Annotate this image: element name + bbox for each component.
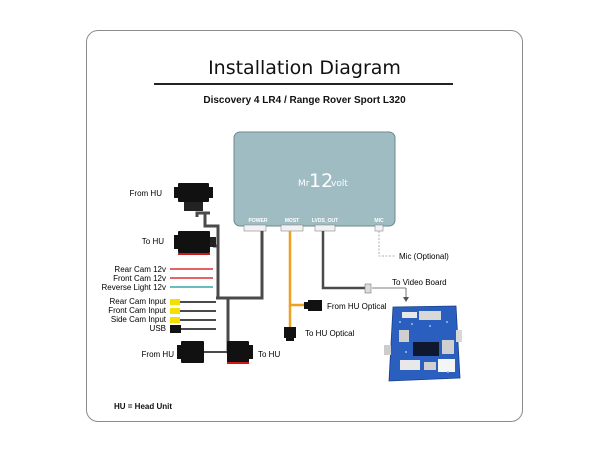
port-label-most: MOST	[285, 218, 299, 224]
label-usb: USB	[150, 324, 166, 333]
label-front-cam-input: Front Cam Input	[108, 306, 167, 315]
to-hu-top-connector	[174, 231, 216, 255]
module-logo: Mr 12 volt	[298, 170, 348, 192]
logo-number: 12	[309, 170, 333, 192]
video-board	[384, 305, 462, 382]
title-underline	[154, 83, 453, 85]
label-from-hu-bottom: From HU	[142, 350, 175, 359]
label-mic-optional: Mic (Optional)	[399, 252, 449, 261]
most-port-connector	[280, 224, 304, 232]
to-hu-bottom-connector	[227, 341, 253, 364]
logo-prefix: Mr	[298, 179, 310, 189]
label-to-hu-bottom: To HU	[258, 350, 280, 359]
port-label-mic: MIC	[374, 218, 384, 224]
camera-input-plugs	[170, 299, 181, 333]
label-reverse-light-12v: Reverse Light 12v	[102, 283, 166, 292]
label-rear-cam-input: Rear Cam Input	[110, 297, 167, 306]
rear-cam-input-plug	[170, 299, 180, 305]
logo-suffix: volt	[331, 179, 348, 189]
label-to-hu-top: To HU	[142, 237, 164, 246]
from-hu-optical-connector	[304, 300, 322, 311]
to-hu-optical-connector	[284, 327, 296, 341]
lvds-plug	[364, 283, 372, 294]
mic-leader	[378, 231, 396, 257]
label-side-cam-input: Side Cam Input	[111, 315, 167, 324]
diagram-title: Installation Diagram	[208, 57, 401, 79]
front-cam-input-plug	[170, 308, 180, 314]
interface-module: Mr 12 volt POWER MOST LVDS_OUT MIC	[233, 131, 396, 227]
arrow-down-icon	[403, 297, 409, 302]
diagram-subtitle: Discovery 4 LR4 / Range Rover Sport L320	[203, 95, 406, 106]
port-label-power: POWER	[249, 218, 268, 224]
label-from-hu-optical: From HU Optical	[327, 302, 387, 311]
usb-plug	[170, 325, 181, 333]
mic-port-connector	[374, 224, 384, 232]
label-front-cam-12v: Front Cam 12v	[113, 274, 166, 283]
side-cam-input-plug	[170, 317, 180, 323]
from-hu-bottom-connector	[177, 341, 204, 363]
label-to-hu-optical: To HU Optical	[305, 329, 355, 338]
label-to-video-board: To Video Board	[392, 278, 447, 287]
lvds-cable	[321, 231, 365, 290]
label-from-hu-top: From HU	[130, 189, 163, 198]
port-label-lvds: LVDS_OUT	[312, 218, 338, 224]
footnote-hu-definition: HU = Head Unit	[114, 402, 173, 411]
label-rear-cam-12v: Rear Cam 12v	[114, 265, 166, 274]
lvds-port-connector	[314, 224, 336, 232]
from-hu-top-connector	[174, 183, 213, 211]
power-port-connector	[243, 224, 267, 232]
input-wires	[180, 301, 228, 353]
optical-cable	[288, 231, 308, 327]
